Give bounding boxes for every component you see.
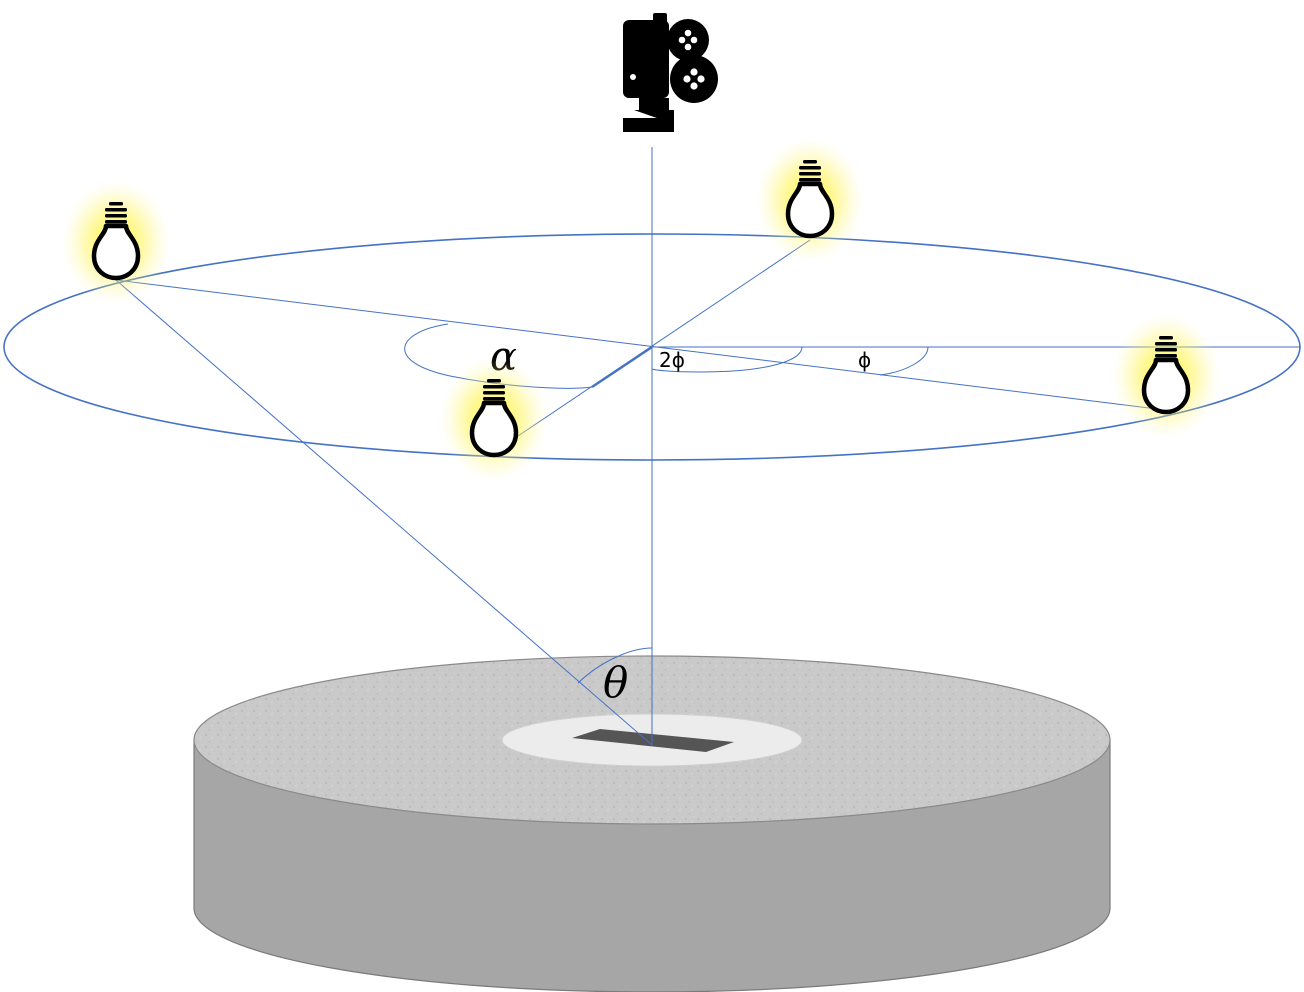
light-bulb-back	[756, 138, 864, 262]
light-bulb-right	[1112, 314, 1220, 438]
front-light-segment-highlight	[591, 346, 653, 388]
phi-arc	[879, 346, 929, 376]
phi-label: ϕ	[858, 348, 871, 372]
geometry-lines	[115, 147, 1300, 746]
light-left-to-right-line	[115, 279, 1166, 411]
theta-arc	[577, 647, 653, 684]
movie-camera-icon	[623, 13, 718, 132]
alpha-arc	[404, 323, 593, 389]
two-phi-arc	[651, 346, 803, 373]
sample-square	[572, 729, 734, 752]
light-bulb-front	[440, 357, 548, 481]
light-to-sample-line	[115, 279, 653, 746]
light-front-to-back-line	[517, 239, 811, 437]
theta-label: θ	[603, 658, 628, 707]
two-phi-label: 2ϕ	[659, 348, 685, 372]
light-bulb-left	[62, 180, 170, 304]
